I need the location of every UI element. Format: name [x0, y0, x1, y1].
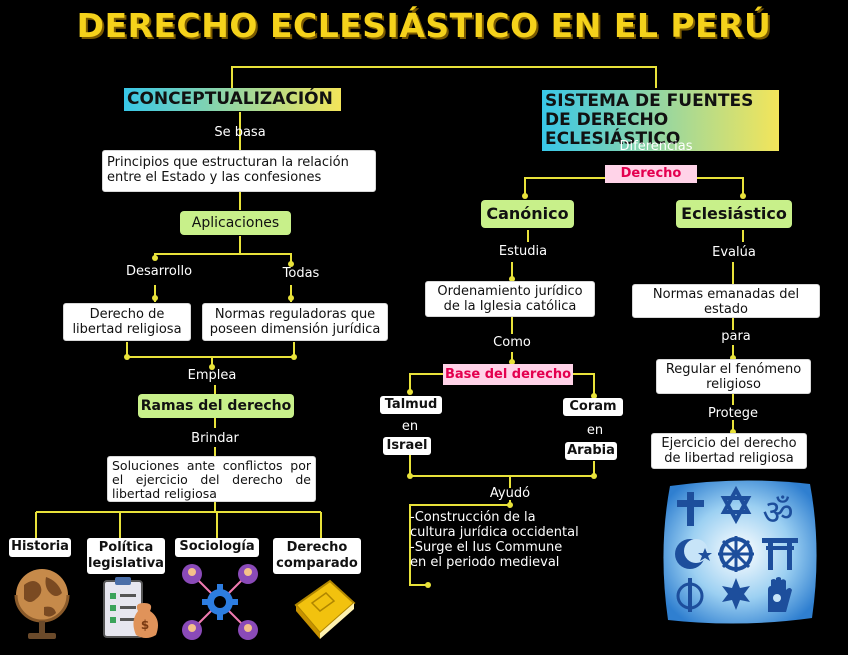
clipboard-money-icon: $: [98, 575, 164, 643]
conceptualizacion-heading: CONCEPTUALIZACIÓN: [124, 88, 341, 111]
branch-sociologia: Sociología: [175, 538, 259, 557]
base-derecho-box: Base del derecho: [443, 364, 573, 385]
emplea-label: Emplea: [170, 368, 254, 383]
ordenamiento-box: Ordenamiento jurídico de la Iglesia cató…: [425, 281, 595, 317]
aplicaciones-box: Aplicaciones: [180, 211, 291, 235]
estudia-label: Estudia: [483, 244, 563, 259]
page-title: DERECHO ECLESIÁSTICO EN EL PERÚ: [0, 6, 848, 45]
branch-historia: Historia: [9, 538, 71, 557]
branch-derecho-comparado: Derecho comparado: [273, 538, 361, 574]
book-icon: [288, 575, 358, 643]
diferencias-label: Diferencias: [610, 139, 702, 154]
svg-text:ॐ: ॐ: [762, 493, 793, 533]
para-label: para: [711, 329, 761, 344]
religious-symbols-icon: ॐ: [660, 478, 820, 626]
en-label-1: en: [395, 419, 425, 434]
principios-box: Principios que estructuran la relación e…: [102, 150, 376, 192]
protege-label: Protege: [695, 406, 771, 421]
canonico-box: Canónico: [481, 200, 574, 228]
en-label-2: en: [580, 423, 610, 438]
derecho-box: Derecho: [605, 165, 697, 183]
se-basa-label: Se basa: [195, 125, 285, 140]
network-people-icon: [180, 562, 260, 642]
ayudo-label: Ayudó: [470, 486, 550, 501]
todas-label: Todas: [271, 266, 331, 281]
ramas-derecho-box: Ramas del derecho: [138, 394, 294, 418]
normas-emanadas-box: Normas emanadas del estado: [632, 284, 820, 318]
globe-icon: [10, 563, 75, 643]
como-label: Como: [482, 335, 542, 350]
eclesiastico-box: Eclesiástico: [676, 200, 792, 228]
svg-text:$: $: [141, 618, 149, 632]
brindar-label: Brindar: [175, 431, 255, 446]
branch-politica-legislativa: Política legislativa: [87, 538, 165, 574]
israel-box: Israel: [383, 437, 431, 455]
derecho-libertad-box: Derecho de libertad religiosa: [63, 303, 191, 341]
desarrollo-label: Desarrollo: [115, 264, 203, 279]
evalua-label: Evalúa: [695, 245, 773, 260]
ejercicio-box: Ejercicio del derecho de libertad religi…: [651, 433, 807, 469]
soluciones-box: Soluciones ante conflictos por el ejerci…: [107, 456, 316, 502]
arabia-box: Arabia: [565, 442, 617, 460]
coram-box: Coram: [563, 398, 623, 416]
contribuciones-text: -Construcción de la cultura jurídica occ…: [410, 510, 580, 570]
talmud-box: Talmud: [380, 396, 442, 414]
regular-box: Regular el fenómeno religioso: [656, 359, 811, 394]
normas-reguladoras-box: Normas reguladoras que poseen dimensión …: [202, 303, 388, 341]
